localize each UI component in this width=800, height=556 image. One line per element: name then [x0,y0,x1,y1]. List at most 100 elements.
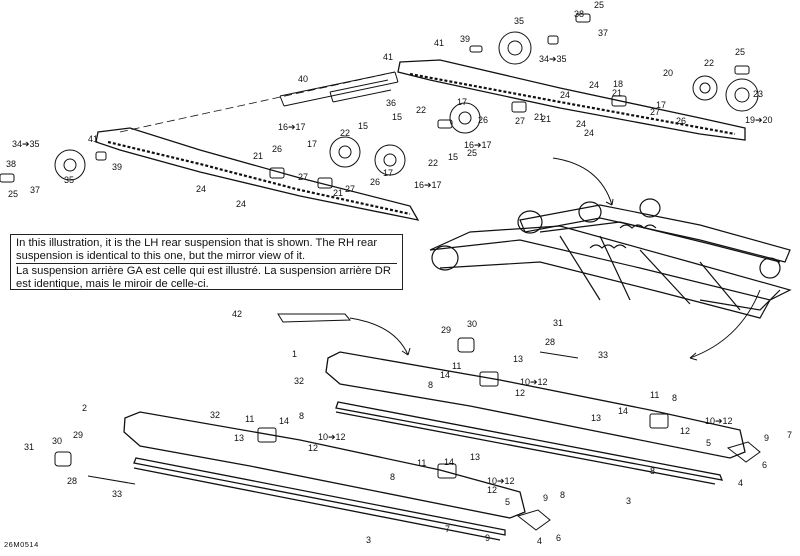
callout-19-to-20: 19➔20 [745,115,773,125]
callout-21: 21 [612,88,622,98]
callout-5: 5 [706,438,711,448]
callout-12: 12 [487,485,497,495]
callout-42: 42 [232,309,242,319]
hardware-spacers [0,13,750,189]
callout-14: 14 [444,457,454,467]
callout-29: 29 [73,430,83,440]
callout-8: 8 [560,490,565,500]
callout-30: 30 [467,319,477,329]
callout-30: 30 [52,436,62,446]
callout-10-to-12: 10➔12 [520,377,548,387]
callout-11: 11 [245,414,254,424]
callout-24: 24 [196,184,206,194]
callout-41: 41 [434,38,444,48]
callout-8: 8 [428,380,433,390]
callout-25: 25 [594,0,604,10]
callout-7: 7 [787,430,792,440]
callout-27: 27 [298,172,308,182]
callout-38: 38 [574,9,584,19]
callout-21: 21 [541,114,551,124]
callout-24: 24 [236,199,246,209]
callout-9: 9 [485,533,490,543]
callout-25: 25 [8,189,18,199]
callout-12: 12 [515,388,525,398]
callout-8: 8 [650,466,655,476]
callout-41: 41 [383,52,393,62]
callout-27: 27 [515,116,525,126]
callout-29: 29 [441,325,451,335]
cross-shafts [119,71,399,133]
drawing-reference: 26M0514 [4,540,39,549]
callout-9: 9 [543,493,548,503]
callout-24: 24 [584,128,594,138]
callout-9: 9 [764,433,769,443]
callout-5: 5 [505,497,510,507]
callout-8: 8 [672,393,677,403]
callout-8: 8 [299,411,304,421]
callout-15: 15 [448,152,458,162]
callout-21: 21 [534,112,544,122]
callout-2: 2 [82,403,87,413]
callout-7: 7 [445,524,450,534]
callout-22: 22 [416,105,426,115]
callout-8: 8 [390,472,395,482]
callout-38: 38 [6,159,16,169]
callout-12: 12 [680,426,690,436]
callout-22: 22 [428,158,438,168]
callout-21: 21 [253,151,263,161]
callout-33: 33 [112,489,122,499]
callout-40: 40 [298,74,308,84]
callout-6: 6 [762,460,767,470]
callout-11: 11 [452,361,461,371]
upper-rail [95,59,746,221]
callout-21: 21 [333,188,343,198]
callout-4: 4 [738,478,743,488]
callout-10-to-12: 10➔12 [487,476,515,486]
callout-31: 31 [553,318,563,328]
callout-32: 32 [294,376,304,386]
callout-27: 27 [650,107,660,117]
callout-24: 24 [576,119,586,129]
callout-26: 26 [272,144,282,154]
callout-13: 13 [513,354,523,364]
callout-25: 25 [735,47,745,57]
callout-34-to-35: 34➔35 [12,139,40,149]
suspension-assembly-illustration [429,198,792,319]
callout-17: 17 [656,100,666,110]
callout-25: 25 [467,148,477,158]
callout-6: 6 [556,533,561,543]
callout-10-to-12: 10➔12 [705,416,733,426]
callout-17: 17 [383,168,393,178]
callout-17: 17 [457,97,467,107]
lower-rail-2 [123,411,526,541]
callout-35: 35 [514,16,524,26]
callout-14: 14 [618,406,628,416]
callout-3: 3 [626,496,631,506]
callout-24: 24 [560,90,570,100]
callout-15: 15 [358,121,368,131]
callout-26: 26 [478,115,488,125]
callout-4: 4 [537,536,542,546]
callout-11: 11 [417,458,426,468]
callout-1: 1 [292,349,297,359]
note-french: La suspension arrière GA est celle qui e… [16,265,391,290]
pointer-arrows [349,157,761,361]
callout-27: 27 [345,184,355,194]
idler-wheels [54,31,759,181]
callout-16-to-17: 16➔17 [278,122,306,132]
callout-34-to-35: 34➔35 [539,54,567,64]
callout-13: 13 [591,413,601,423]
callout-22: 22 [704,58,714,68]
callout-33: 33 [598,350,608,360]
callout-26: 26 [676,116,686,126]
callout-28: 28 [67,476,77,486]
callout-39: 39 [112,162,122,172]
callout-13: 13 [470,452,480,462]
rail-brackets [54,313,761,531]
callout-32: 32 [210,410,220,420]
lower-rail-1 [325,351,746,485]
callout-22: 22 [340,128,350,138]
